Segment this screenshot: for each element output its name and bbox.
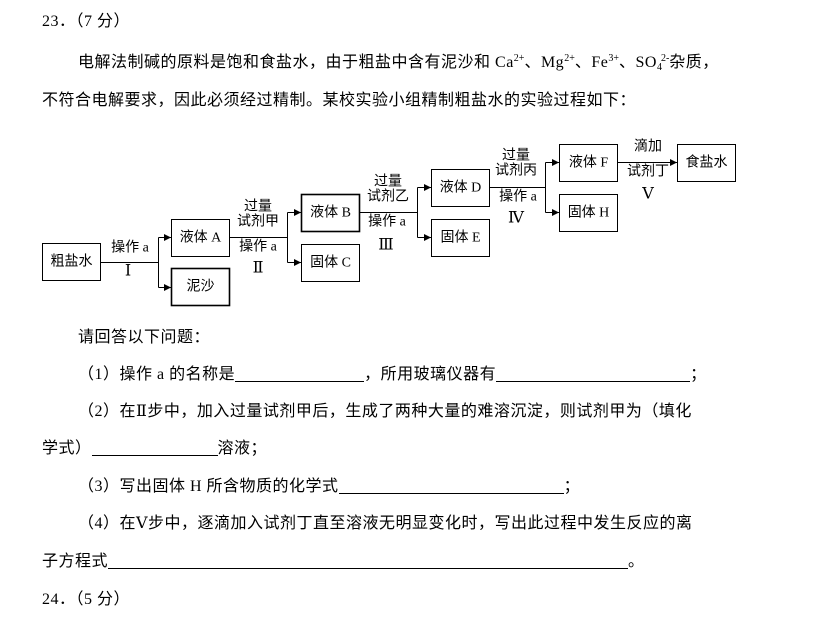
ion-symbol: SO [635, 54, 657, 71]
node-liquid-d: 液体 D [431, 169, 490, 207]
step-3-operation: 操作 a [368, 214, 406, 230]
part-2-prefix: 学式） [42, 440, 92, 457]
part-1-suffix: ； [690, 366, 707, 383]
question-24-heading: 24．（5 分） [42, 591, 131, 608]
node-box [170, 267, 231, 307]
node-label: 泥沙 [187, 279, 215, 295]
questions-prompt: 请回答以下问题： [78, 329, 211, 346]
step-3-numeral: Ⅲ [378, 237, 393, 254]
node-liquid-f: 液体 F [559, 144, 618, 182]
part-3-prefix: （3）写出固体 H 所含物质的化学式 [78, 478, 339, 495]
answer-blank-operation-name [235, 366, 365, 382]
node-label: 固体 H [568, 205, 610, 221]
ion-symbol: Ca [495, 54, 514, 71]
node-sediment: 泥沙 [170, 267, 231, 307]
node-label: 液体 F [569, 155, 608, 171]
intro-text-end: 杂质， [669, 54, 719, 71]
ion-symbol: Mg [540, 54, 565, 71]
part-3: （3）写出固体 H 所含物质的化学式 ； [78, 477, 580, 497]
node-liquid-b: 液体 B [300, 193, 361, 233]
node-label: 固体 E [440, 230, 480, 246]
step-4-numeral: Ⅳ [508, 210, 525, 227]
ion-subscript: 4 [656, 62, 662, 73]
intro-text: 电解法制碱的原料是饱和食盐水，由于粗盐中含有泥沙和 [78, 54, 496, 71]
ion-magnesium: Mg2+ [540, 53, 575, 72]
ion-separator: 、 [618, 54, 636, 71]
part-1-middle: ，所用玻璃仪器有 [364, 366, 497, 383]
ion-sulfate: SO42- [635, 53, 670, 73]
ion-calcium: Ca2+ [495, 53, 525, 72]
step-5-reagent-action: 滴加 [634, 138, 662, 155]
step-4-operation: 操作 a [499, 189, 537, 205]
step-2-reagent-name: 试剂甲 [237, 214, 279, 230]
node-solid-c: 固体 C [301, 244, 360, 282]
node-box [431, 219, 490, 257]
step-2-operation: 操作 a [239, 239, 277, 255]
ion-charge: 2+ [513, 53, 525, 64]
answer-blank-ionic-equation [108, 553, 629, 569]
question-23-heading: 23．（7 分） [42, 13, 131, 30]
node-box [42, 243, 101, 281]
flow-diagram: 粗盐水 液体 A 泥沙 液体 B 固体 C 液体 D 固体 E 液体 F [42, 138, 736, 307]
answer-blank-solid-h-formula [338, 478, 564, 494]
step-3-reagent-amount: 过量 [374, 174, 402, 190]
ion-symbol: Fe [591, 54, 609, 71]
node-label: 液体 A [180, 230, 222, 246]
intro-line-2: 不符合电解要求，因此必须经过精制。某校实验小组精制粗盐水的实验过程如下： [42, 92, 637, 109]
ion-iron: Fe3+ [591, 53, 619, 72]
node-label: 固体 C [310, 255, 351, 271]
ion-charge: 3+ [608, 53, 619, 64]
part-4-line-1: （4）在Ⅴ步中，逐滴加入试剂丁直至溶液无明显变化时，写出此过程中发生反应的离 [78, 515, 693, 532]
step-4-reagent-name: 试剂丙 [495, 163, 537, 179]
node-label: 液体 D [440, 180, 482, 196]
step-2-numeral: Ⅱ [253, 260, 264, 277]
step-5-reagent-name: 试剂丁 [627, 164, 669, 180]
node-box [300, 193, 361, 233]
node-box [559, 194, 618, 232]
part-1-prefix: （1）操作 a 的名称是 [78, 366, 236, 383]
ion-separator: 、 [524, 54, 541, 71]
ion-charge: 2+ [564, 53, 575, 64]
node-box [559, 144, 618, 182]
step-2-reagent-amount: 过量 [244, 199, 272, 215]
node-solid-e: 固体 E [431, 219, 490, 257]
step-5-numeral: Ⅴ [641, 186, 654, 203]
part-4-prefix: 子方程式 [42, 553, 109, 570]
node-label: 液体 B [310, 205, 351, 221]
part-2-line-1: （2）在Ⅱ步中，加入过量试剂甲后，生成了两种大量的难溶沉淀，则试剂甲为（填化 [78, 403, 692, 420]
part-4-line-2: 子方程式 。 [42, 552, 645, 572]
node-label: 粗盐水 [51, 254, 93, 270]
ion-charge: 2- [660, 53, 670, 64]
step-1-operation: 操作 a [111, 240, 149, 256]
node-label: 食盐水 [686, 154, 728, 171]
step-3-reagent-name: 试剂乙 [367, 189, 409, 205]
part-4-suffix: 。 [628, 553, 645, 570]
intro-line-1: 电解法制碱的原料是饱和食盐水，由于粗盐中含有泥沙和 Ca2+、Mg2+、Fe3+… [78, 53, 719, 73]
node-box [171, 219, 230, 257]
node-liquid-a: 液体 A [171, 219, 230, 257]
node-crude-brine: 粗盐水 [42, 243, 101, 281]
node-box [301, 244, 360, 282]
node-box [431, 169, 490, 207]
part-2-line-2: 学式） 溶液； [42, 439, 267, 459]
part-1: （1）操作 a 的名称是 ，所用玻璃仪器有 ； [78, 365, 707, 385]
answer-blank-reagent-a [91, 440, 218, 456]
part-3-suffix: ； [563, 478, 581, 495]
ion-separator: 、 [574, 54, 592, 71]
node-box [677, 144, 736, 182]
step-4-reagent-amount: 过量 [502, 148, 530, 164]
node-brine: 食盐水 [677, 144, 736, 182]
answer-blank-glassware [496, 366, 691, 382]
part-2-suffix: 溶液； [217, 440, 268, 457]
node-solid-h: 固体 H [559, 194, 618, 232]
step-1-numeral: Ⅰ [125, 263, 131, 280]
